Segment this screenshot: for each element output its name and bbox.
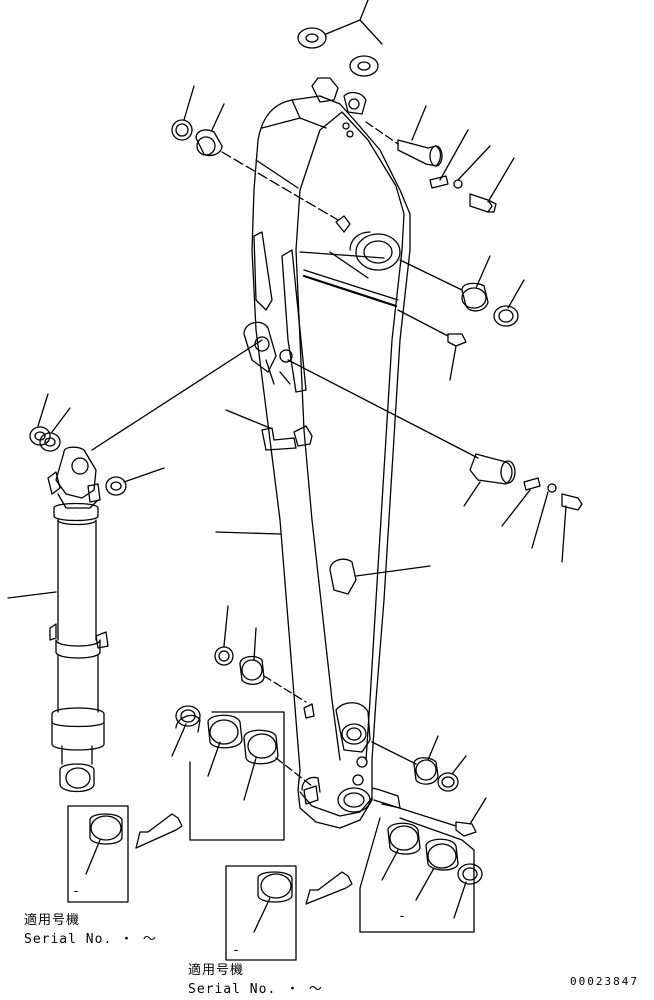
top-washers (297, 0, 383, 77)
serial-range-center: ・ ～ (286, 982, 323, 995)
detail-box-center (225, 865, 353, 961)
detail-mark-left: - (72, 884, 81, 899)
applicable-label-center: 適用号機 (188, 962, 244, 978)
boom-cylinder (7, 339, 263, 793)
lower-right-bushings (371, 735, 487, 837)
lower-left-bushings (214, 605, 307, 703)
serial-range-left: ・ ～ (120, 932, 157, 947)
boom-arm (243, 77, 411, 829)
boss-bushings-right (329, 251, 525, 327)
detail-mark-center: - (232, 943, 241, 958)
top-pin-assembly (365, 105, 515, 213)
middle-pin-assembly (287, 359, 583, 563)
detail-box-left (67, 805, 183, 903)
lower-right-group-box (359, 817, 483, 933)
applicable-label-left: 適用号機 (24, 912, 80, 928)
serial-label-left: Serial No. (24, 932, 112, 947)
upper-bushings (171, 85, 339, 221)
cylinder-washers (29, 393, 165, 496)
lower-bushing-group-box (171, 705, 313, 841)
upper-grease-fitting (397, 309, 467, 381)
boom-leaders (215, 409, 431, 577)
drawing-number: 00023847 (570, 975, 639, 988)
detail-mark-right: - (398, 909, 407, 924)
serial-label-center: Serial No. (188, 982, 276, 995)
